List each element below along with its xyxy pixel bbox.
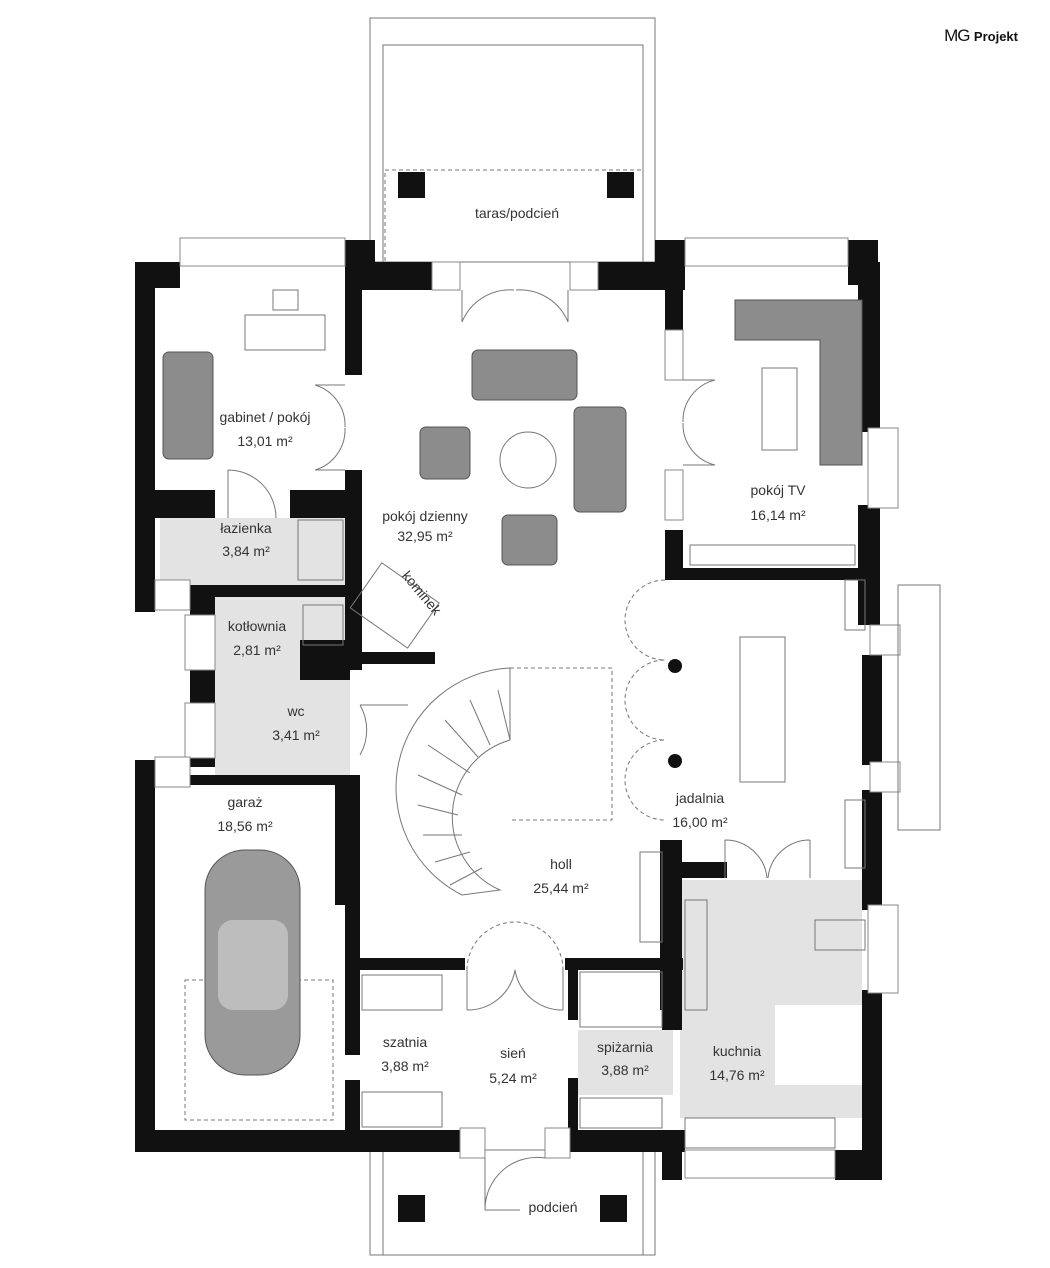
armchair xyxy=(501,514,558,566)
sofa xyxy=(573,406,627,513)
area-holl: 25,44 m² xyxy=(533,880,589,896)
staircase xyxy=(395,667,613,896)
label-szatnia: szatnia xyxy=(383,1034,428,1050)
area-spizarnia: 3,88 m² xyxy=(601,1062,649,1078)
area-gabinet: 13,01 m² xyxy=(237,433,293,449)
label-kotlownia: kotłownia xyxy=(228,618,287,634)
area-garaz: 18,56 m² xyxy=(217,818,273,834)
shower xyxy=(297,519,344,581)
room-labels: taras/podcień gabinet / pokój 13,01 m² p… xyxy=(217,205,806,1215)
label-podcien: podcień xyxy=(528,1199,577,1215)
furniture xyxy=(162,289,866,1149)
label-garaz: garaż xyxy=(227,794,262,810)
label-dzienny: pokój dzienny xyxy=(382,508,468,524)
desk xyxy=(244,314,326,351)
label-gabinet: gabinet / pokój xyxy=(219,409,310,425)
sofa xyxy=(471,349,578,401)
kitchen-table xyxy=(814,919,866,951)
pantry-floor xyxy=(578,1030,673,1095)
label-spizarnia: spiżarnia xyxy=(597,1039,653,1055)
tv-cabinet xyxy=(689,544,856,566)
area-jadalnia: 16,00 m² xyxy=(672,814,728,830)
label-lazienka: łazienka xyxy=(220,520,272,536)
wardrobe xyxy=(361,974,443,1011)
brand-logo: MG Projekt xyxy=(944,26,1018,45)
kitchen-counter xyxy=(775,1005,865,1085)
label-kuchnia: kuchnia xyxy=(713,1043,761,1059)
bathroom-floor xyxy=(160,518,345,585)
walls xyxy=(135,240,882,1180)
sofa xyxy=(162,351,214,460)
area-dzienny: 32,95 m² xyxy=(397,528,453,544)
tv-table xyxy=(761,367,798,451)
chair xyxy=(272,289,299,311)
dining-table xyxy=(739,636,786,783)
area-sien: 5,24 m² xyxy=(489,1070,537,1086)
label-taras: taras/podcień xyxy=(475,205,559,221)
kitchen-cabinet xyxy=(684,899,708,1011)
pantry-shelf xyxy=(579,1097,663,1129)
area-kotlownia: 2,81 m² xyxy=(233,642,281,658)
boiler xyxy=(302,604,344,646)
label-sien: sień xyxy=(500,1045,526,1061)
sideboard xyxy=(844,799,866,869)
corner-sofa xyxy=(734,299,863,466)
windows xyxy=(154,237,941,1179)
car-roof xyxy=(218,920,288,1010)
area-szatnia: 3,88 m² xyxy=(381,1058,429,1074)
pillar xyxy=(607,172,634,198)
area-tv: 16,14 m² xyxy=(750,507,806,523)
label-tv: pokój TV xyxy=(751,482,807,498)
sideboard xyxy=(844,579,866,631)
wardrobe xyxy=(361,1091,443,1128)
hall-cabinet xyxy=(639,851,663,943)
pillar xyxy=(398,172,425,198)
label-holl: holl xyxy=(550,856,572,872)
pantry-shelf xyxy=(579,971,663,1028)
area-wc: 3,41 m² xyxy=(272,727,320,743)
label-kominek: kominek xyxy=(399,568,445,619)
label-wc: wc xyxy=(286,703,304,719)
doors xyxy=(227,289,811,1211)
armchair xyxy=(419,426,471,480)
boiler-wc-floor xyxy=(215,592,350,775)
terrace xyxy=(369,17,656,263)
area-kuchnia: 14,76 m² xyxy=(709,1067,765,1083)
fireplace xyxy=(349,562,440,649)
porch xyxy=(369,1149,656,1256)
kitchen-worktop xyxy=(684,1117,836,1149)
label-jadalnia: jadalnia xyxy=(675,790,724,806)
coffee-table xyxy=(499,431,557,489)
area-lazienka: 3,84 m² xyxy=(222,543,270,559)
